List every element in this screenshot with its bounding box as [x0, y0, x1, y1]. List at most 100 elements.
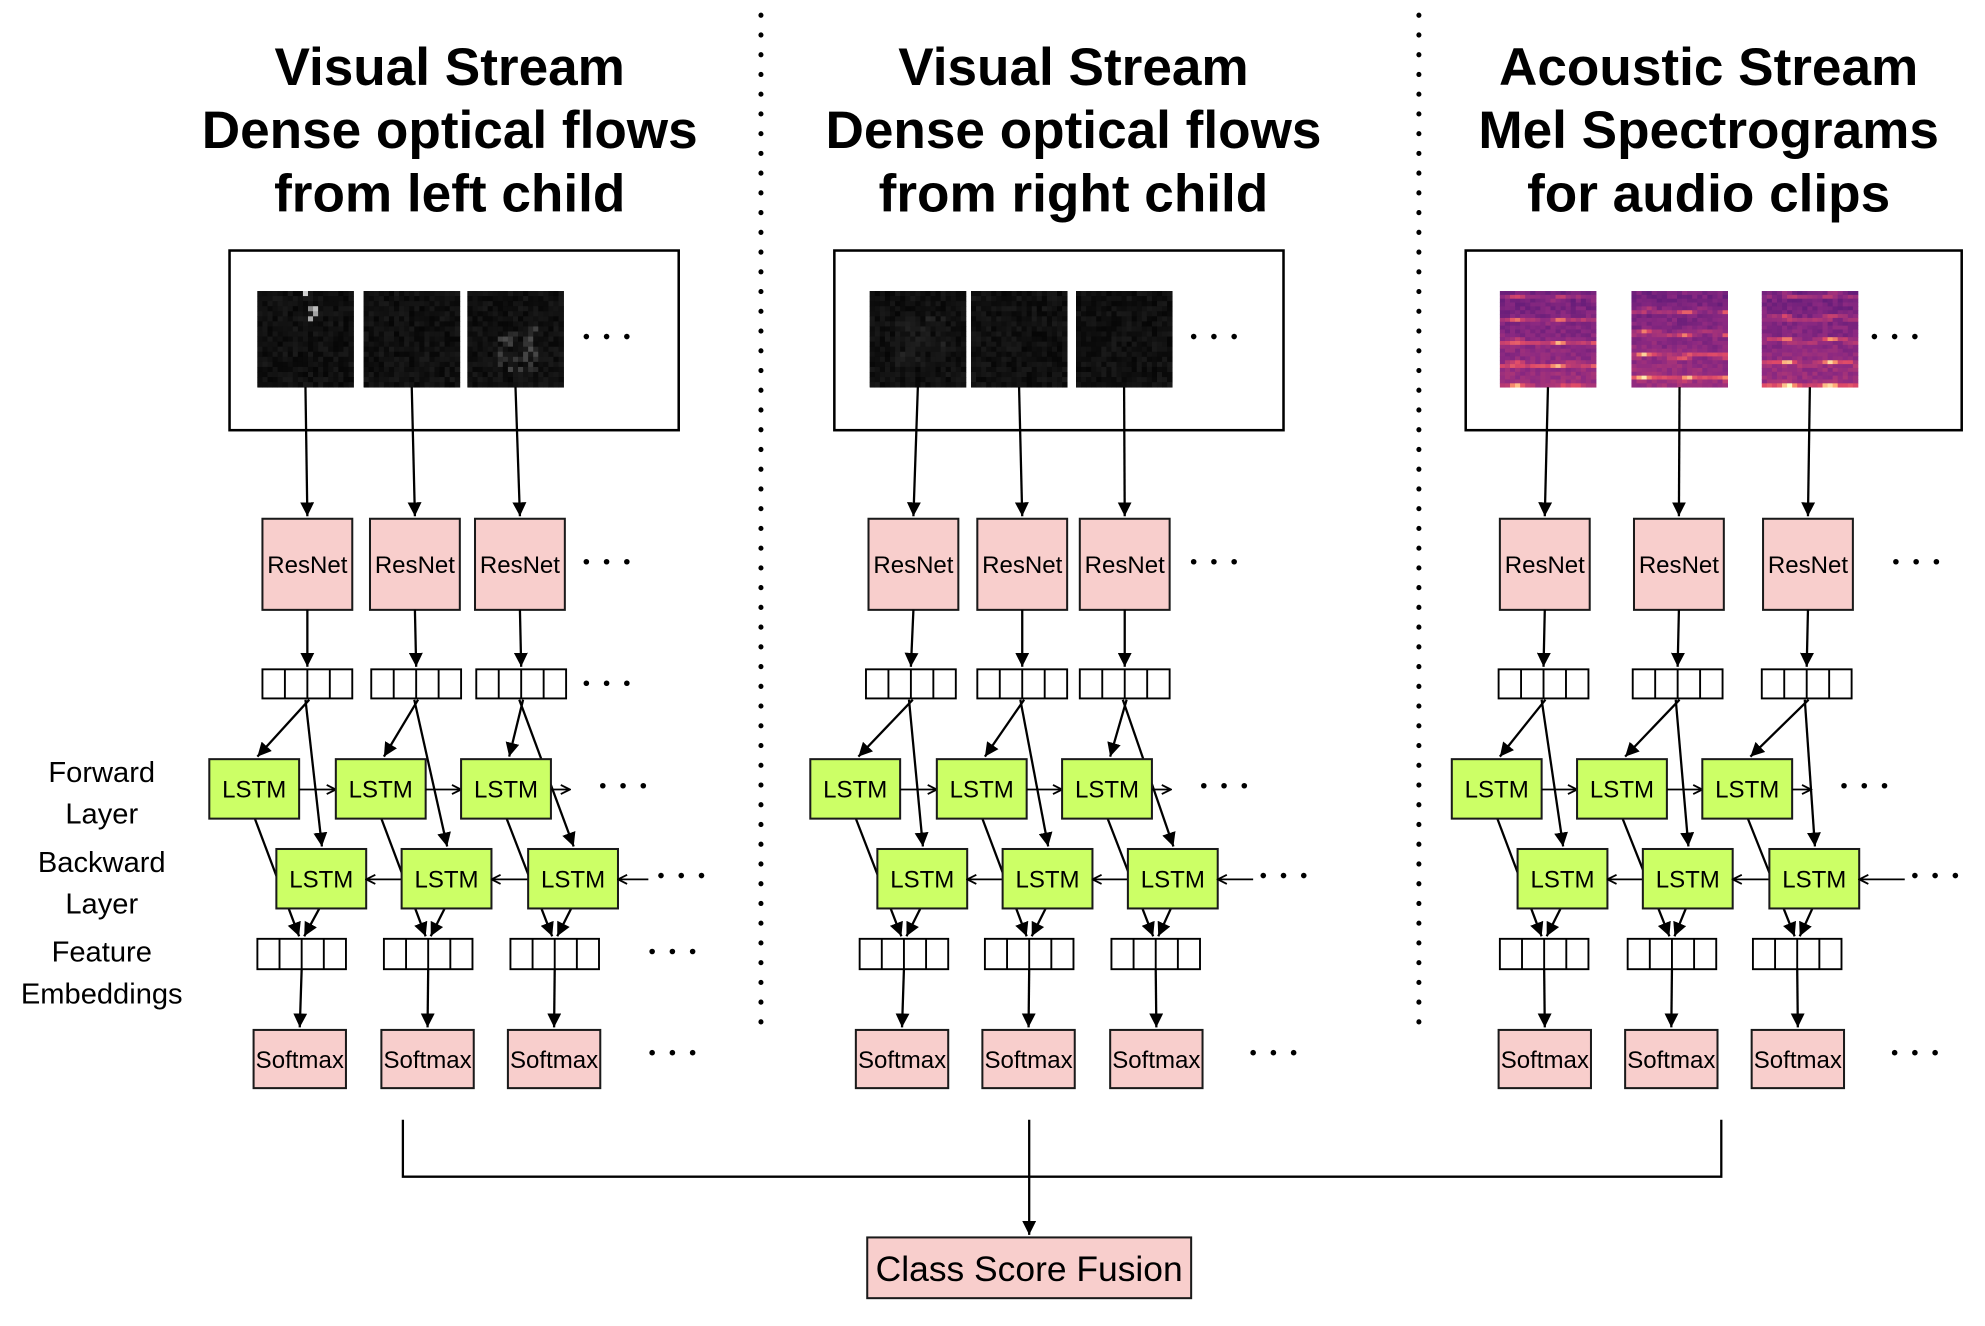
ellipsis-dot	[600, 782, 606, 789]
resnet-block-shape	[368, 517, 461, 611]
forward-lstm-block-label: LSTM	[474, 777, 538, 804]
backward-lstm-block-shape	[1516, 847, 1609, 910]
ellipsis-dot	[1300, 872, 1307, 879]
input-frames-ellipsis	[583, 333, 630, 340]
softmax-ellipsis	[1891, 1049, 1938, 1056]
optical-flow-frame	[869, 291, 967, 388]
vector-ellipsis	[583, 680, 630, 687]
forward-lstm-ellipsis	[600, 782, 647, 789]
forward-lstm-block-shape	[208, 758, 301, 820]
resnet-feature-vector	[1078, 668, 1171, 700]
backward-lstm-block-label: LSTM	[1015, 866, 1079, 893]
ellipsis-dot	[1211, 558, 1217, 565]
feature-embedding-vector	[382, 937, 474, 971]
softmax-block: Softmax	[854, 1028, 950, 1090]
optical-flow-frame	[257, 291, 354, 388]
resnet-block: ResNet	[867, 517, 960, 611]
arrow-embedding-to-softmax	[1149, 969, 1164, 1028]
resnet-block-label: ResNet	[1085, 552, 1165, 579]
ellipsis-dot	[603, 558, 610, 565]
backward-lstm-block: LSTM	[876, 847, 969, 910]
ellipsis-dot	[1280, 872, 1287, 879]
resnet-block: ResNet	[1762, 517, 1854, 611]
softmax-block-shape	[252, 1028, 347, 1090]
softmax-ellipsis	[649, 1049, 696, 1056]
ellipsis-dot	[1932, 1049, 1938, 1056]
resnet-feature-vector	[370, 668, 463, 700]
backward-lstm-block-label: LSTM	[1141, 866, 1205, 893]
ellipsis-dot	[624, 333, 630, 340]
arrow-vector-to-forward-lstm	[1107, 699, 1128, 757]
backward-lstm-block-label: LSTM	[890, 866, 954, 893]
feature-embedding-vector	[858, 937, 950, 971]
optical-flow-frame	[970, 291, 1068, 388]
ellipsis-dot	[1231, 558, 1237, 565]
ellipsis-dot	[1891, 1049, 1898, 1056]
resnet-ellipsis	[583, 558, 630, 565]
backward-lstm-block-label: LSTM	[1530, 866, 1594, 893]
softmax-block: Softmax	[252, 1028, 347, 1090]
backward-layer-label-line1: Backward	[38, 847, 166, 879]
forward-lstm-block-label: LSTM	[222, 777, 286, 804]
arrow-vector-to-forward-lstm	[256, 698, 311, 758]
forward-lstm-block-label: LSTM	[1715, 777, 1779, 804]
ellipsis-dot	[1932, 872, 1938, 879]
arrow-vector-to-forward-lstm	[382, 699, 420, 758]
input-frames-border	[833, 249, 1285, 432]
resnet-block: ResNet	[368, 517, 461, 611]
ellipsis-dot	[1841, 782, 1847, 789]
arrow-vector-to-forward-lstm	[1749, 698, 1810, 758]
backward-lstm-ellipsis	[1260, 872, 1307, 879]
backward-lstm-block: LSTM	[527, 847, 619, 910]
ellipsis-dot	[1893, 558, 1899, 565]
forward-lstm-block: LSTM	[1450, 758, 1543, 820]
resnet-feature-vector	[1631, 668, 1724, 700]
arrow-backward-lstm-to-embedding	[1157, 907, 1172, 937]
arrow-embedding-to-softmax	[1021, 969, 1036, 1028]
ellipsis-dot	[698, 872, 705, 879]
backward-layer-label-line2: Layer	[65, 889, 138, 921]
ellipsis-dot	[620, 782, 626, 789]
ellipsis-dot	[1201, 782, 1207, 789]
resnet-feature-vector	[865, 668, 957, 700]
stream-title-line-1: Acoustic Stream	[1499, 38, 1918, 97]
arrow-frame-to-resnet	[906, 387, 921, 517]
arrow-embedding-to-softmax	[1537, 969, 1552, 1028]
arrow-vector-to-backward-lstm	[1803, 699, 1821, 847]
forward-lstm-block-shape	[809, 758, 902, 820]
forward-lstm-block-label: LSTM	[823, 777, 887, 804]
input-frames-ellipsis	[1871, 333, 1918, 340]
ellipsis-dot	[1861, 782, 1868, 789]
backward-lstm-block-shape	[527, 847, 619, 910]
arrow-resnet-to-vector	[904, 609, 919, 667]
softmax-block-label: Softmax	[383, 1047, 471, 1074]
ellipsis-dot	[1933, 558, 1940, 565]
resnet-block-label: ResNet	[982, 552, 1062, 579]
softmax-block-shape	[1750, 1028, 1846, 1090]
backward-lstm-block: LSTM	[275, 847, 368, 910]
arrow-embedding-to-softmax	[1790, 969, 1805, 1028]
ellipsis-dot	[583, 558, 590, 565]
resnet-ellipsis	[1893, 558, 1940, 565]
feature-embedding-vector	[1498, 937, 1590, 971]
backward-lstm-block-shape	[400, 847, 493, 910]
feature-embedding-vector	[1751, 937, 1843, 971]
resnet-feature-vector	[261, 668, 354, 700]
resnet-block-shape	[976, 517, 1069, 611]
backward-lstm-block: LSTM	[400, 847, 493, 910]
resnet-block-label: ResNet	[873, 552, 953, 579]
fusion-connector	[401, 1119, 1723, 1235]
backward-lstm-block: LSTM	[1516, 847, 1609, 910]
resnet-feature-vector	[1497, 668, 1590, 700]
forward-lstm-block: LSTM	[1576, 758, 1668, 820]
